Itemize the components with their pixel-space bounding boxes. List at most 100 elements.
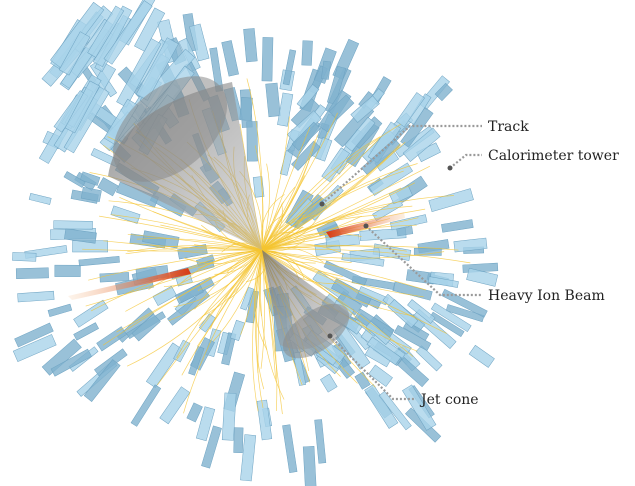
track-line [261,139,379,251]
calorimeter-tower [388,185,413,205]
calorimeter-tower [354,371,371,390]
track-line [125,249,263,312]
calorimeter-marker [447,165,453,171]
calorimeter-tower [97,177,119,197]
track-line [261,249,427,291]
calorimeter-tower [291,140,321,171]
calorimeter-tower [344,116,376,152]
calorimeter-tower [17,290,55,303]
beam-marker [363,223,369,229]
calorimeter-tower [441,288,488,318]
leader-lines [321,124,482,401]
calorimeter-tower [277,92,294,127]
track-line [261,249,445,259]
track-line [261,136,381,251]
calorimeter-tower [73,322,99,341]
track-line [200,224,263,251]
calorimeter-tower [428,188,474,212]
calorimeter-tower [301,40,313,66]
calorimeter-tower [54,264,81,277]
calorimeter-tower [28,192,52,205]
heavy-ion-beam-label: Heavy Ion Beam [488,288,605,304]
calorimeter-tower [103,0,153,65]
track-line [197,249,263,291]
track-line [260,194,285,251]
calorimeter-tower [326,65,347,105]
calorimeter-tower [73,299,109,328]
track-line [102,249,263,346]
calorimeter-tower [402,127,441,163]
track-line [261,249,414,357]
calorimeter-tower [378,390,412,431]
calorimeter-tower [320,373,338,393]
calorimeter-tower [413,248,442,256]
calorimeter-tower [441,219,474,233]
calorimeter-tower [189,23,210,62]
calorimeter-tower [174,283,204,305]
calorimeter-tower [233,427,244,453]
track-line [261,214,285,251]
calorimeter-tower [368,162,413,196]
track-line [261,139,316,251]
calorimeter-tower [453,237,488,253]
calorimeter-tower [131,313,161,342]
track-line [261,248,471,264]
calorimeter-tower [468,344,495,368]
calorimeter-tower [64,80,100,134]
calorimeter-tower [12,334,57,362]
calorimeter-tower [58,31,91,76]
track-marker [319,201,325,207]
calorimeter-tower [265,82,281,118]
calorimeter-tower [434,82,453,102]
calorimeter-tower [282,424,298,473]
calorimeter-tower [221,40,239,77]
track-line [157,249,263,386]
calorimeter-leader [449,153,482,169]
calorimeter-tower [116,38,162,108]
calorimeter-tower [261,37,274,82]
calorimeter-tower [186,402,203,423]
jet-leader [329,335,416,401]
track-line [261,249,415,317]
calorimeter-tower [341,252,385,267]
calorimeter-tower [321,60,332,80]
calorimeter-tower [366,336,402,366]
track-line [261,249,372,334]
calorimeter-tower [368,364,393,387]
track-label: Track [488,119,529,135]
track-line [261,205,389,251]
calorimeter-tower [365,320,392,345]
calorimeter-tower [243,28,258,63]
calorimeter-tower [221,392,237,441]
calorimeter-tower [427,276,459,288]
calorimeter-tower [15,267,49,279]
track-line [261,134,318,251]
calorimeter-tower [64,228,97,244]
track-line [261,124,401,251]
track-line [261,146,400,251]
calorimeter-tower [201,425,222,469]
track-line [119,196,263,251]
calorimeter-tower [195,406,216,442]
calorimeter-tower [361,138,401,175]
jet-cone-lower [262,250,352,359]
track-line [261,126,311,251]
calorimeter-tower [246,121,258,162]
calorimeter-tower [79,171,101,186]
calorimeter-tower [302,445,317,486]
calorimeter-tower [282,49,297,86]
calorimeter-tower [99,272,130,283]
track-line [198,249,263,327]
calorimeter-tower [83,359,121,402]
calorimeter-tower [145,342,183,388]
calorimeter-tower [53,220,93,230]
calorimeter-tower [130,384,162,427]
calorimeter-tower [240,434,257,482]
track-line [212,249,263,342]
calorimeter-tower [407,299,436,324]
track-line [103,240,263,251]
calorimeter-tower [80,186,102,202]
calorimeter-tower [350,95,380,123]
track-line [201,249,263,317]
calorimeter-tower [402,384,437,431]
